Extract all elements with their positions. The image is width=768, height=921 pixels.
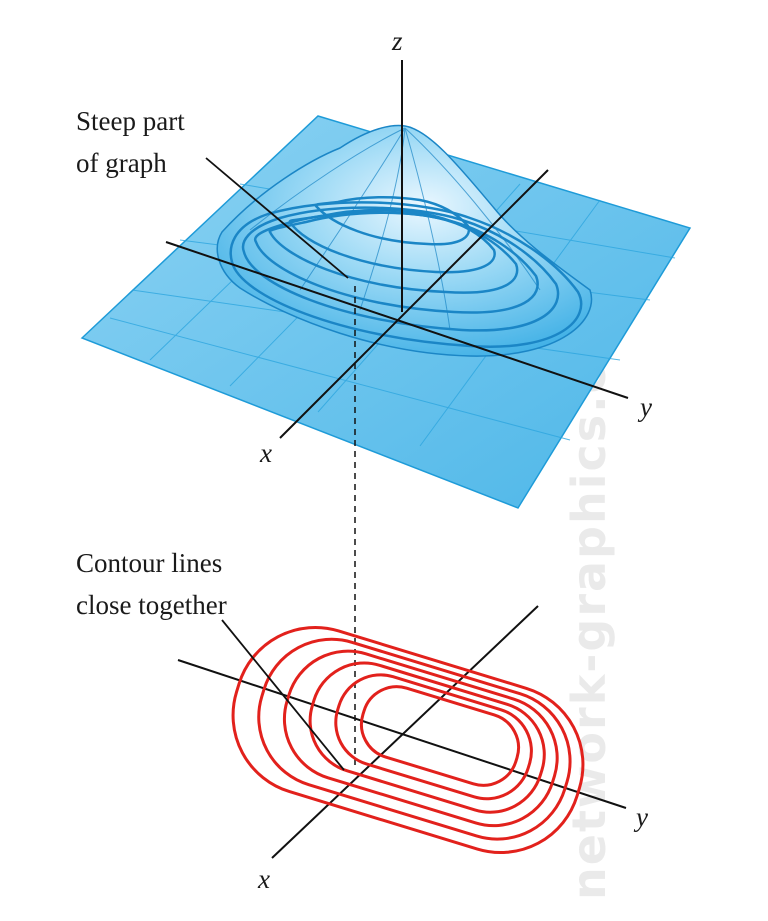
surface-x-axis: [279, 169, 549, 439]
contour-ring-3: [282, 649, 559, 828]
hill-surface: [216, 124, 593, 357]
steep-annotation-leader: [205, 157, 349, 279]
contour-annotation-line2: close together: [76, 590, 227, 620]
contour-map: y x Contour lines close together: [76, 548, 648, 894]
steep-annotation-line2: of graph: [76, 148, 167, 178]
contour-y-label: y: [633, 802, 648, 832]
contour-x-label: x: [257, 864, 270, 894]
contour-ring-2: [257, 637, 572, 841]
contour-annotation-leader: [221, 619, 345, 771]
contour-rings: [231, 625, 585, 855]
surface-contours: [229, 195, 583, 348]
steep-annotation-line1: Steep part: [76, 106, 185, 136]
contour-ring-4: [308, 661, 546, 814]
surface-x-label: x: [259, 438, 272, 468]
contour-axes: [177, 605, 627, 859]
contour-ring-5: [334, 673, 533, 801]
contour-annotation-line1: Contour lines: [76, 548, 222, 578]
contour-ring-1: [231, 625, 585, 855]
surface-axes: [165, 60, 629, 439]
contour-x-axis: [271, 605, 539, 859]
contour-ring-6: [359, 685, 521, 787]
surface-plot: z y x Steep part of graph: [76, 26, 692, 509]
surface-z-label: z: [391, 26, 403, 56]
surface-y-label: y: [637, 392, 652, 422]
